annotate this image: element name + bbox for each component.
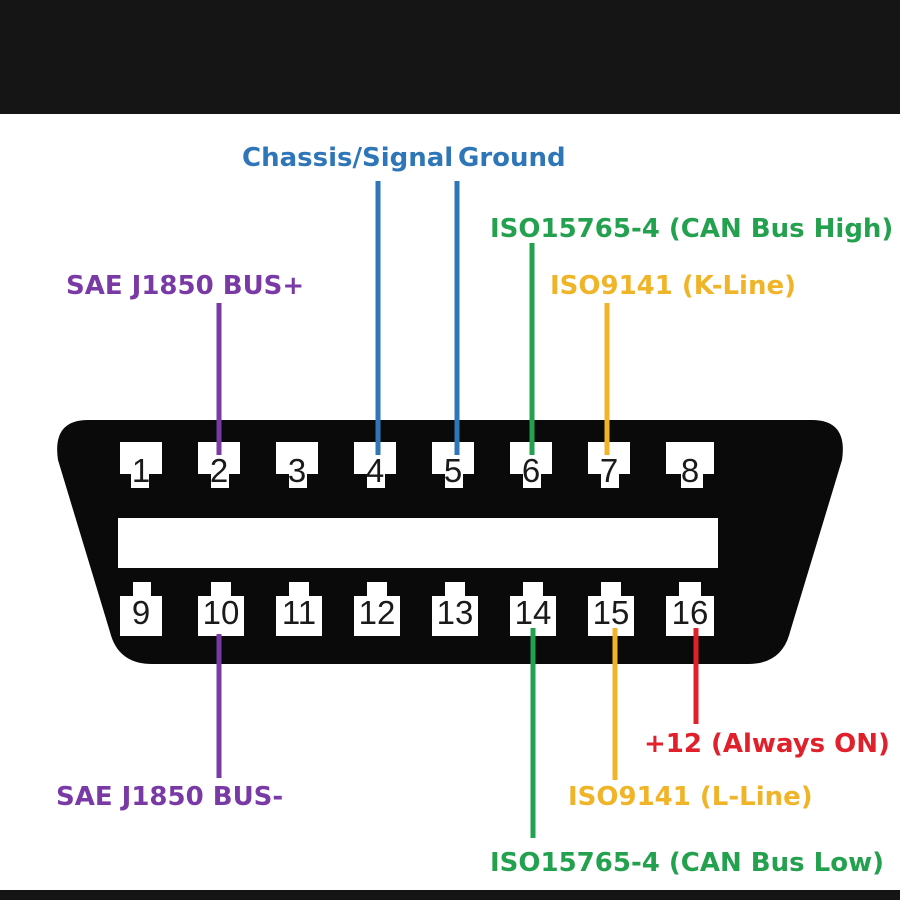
pin-cell-12 (354, 582, 400, 636)
pin-cell-6 (510, 442, 552, 488)
pin-number: 5 (444, 452, 462, 489)
pin-number: 10 (203, 594, 240, 631)
label-can-low: ISO15765-4 (CAN Bus Low) (490, 848, 884, 878)
pin-number: 6 (522, 452, 540, 489)
pin-cell-5 (432, 442, 474, 488)
pin-cell-7 (588, 442, 630, 488)
label-k-line: ISO9141 (K-Line) (550, 271, 796, 301)
label-ground: Ground (458, 143, 566, 173)
label-j1850-plus: SAE J1850 BUS+ (66, 271, 304, 301)
label-can-high: ISO15765-4 (CAN Bus High) (490, 214, 893, 244)
pin-cell-11 (276, 582, 322, 636)
pin-number: 8 (681, 452, 699, 489)
pin-cell-15 (588, 582, 634, 636)
bottom-pin-numbers: 9 10 11 12 13 14 15 16 (132, 594, 709, 631)
top-pin-cells (120, 442, 714, 488)
pin-number: 7 (600, 452, 618, 489)
pin-labels: Chassis/Signal Ground ISO15765-4 (CAN Bu… (56, 143, 893, 878)
pin-number: 16 (672, 594, 709, 631)
pin-cell-4 (354, 442, 396, 488)
bottom-pin-cells (120, 582, 714, 636)
pin-cell-1 (120, 442, 162, 488)
pin-cell-13 (432, 582, 478, 636)
top-pin-numbers: 1 2 3 4 5 6 7 8 (132, 452, 699, 489)
connector-center-band (118, 518, 718, 568)
pin-number: 1 (132, 452, 150, 489)
pin-number: 2 (210, 452, 228, 489)
pin-cell-2 (198, 442, 240, 488)
pin-number: 12 (359, 594, 396, 631)
label-chassis-signal: Chassis/Signal (242, 143, 453, 173)
pin-number: 15 (593, 594, 630, 631)
pin-cell-3 (276, 442, 318, 488)
pin-number: 9 (132, 594, 150, 631)
pin-number: 3 (288, 452, 306, 489)
pin-cell-16 (666, 582, 714, 636)
top-dark-band (0, 0, 900, 114)
label-plus12: +12 (Always ON) (644, 729, 890, 759)
pin-number: 11 (282, 594, 316, 631)
pin-number: 4 (366, 452, 384, 489)
label-l-line: ISO9141 (L-Line) (568, 782, 813, 812)
leader-lines (216, 181, 699, 838)
pin-cell-8 (666, 442, 714, 488)
pin-cell-10 (198, 582, 244, 636)
label-j1850-minus: SAE J1850 BUS- (56, 782, 283, 812)
bottom-dark-band (0, 890, 900, 900)
pin-number: 14 (515, 594, 552, 631)
pin-cell-14 (510, 582, 556, 636)
pin-cell-9 (120, 582, 162, 636)
pin-number: 13 (437, 594, 474, 631)
